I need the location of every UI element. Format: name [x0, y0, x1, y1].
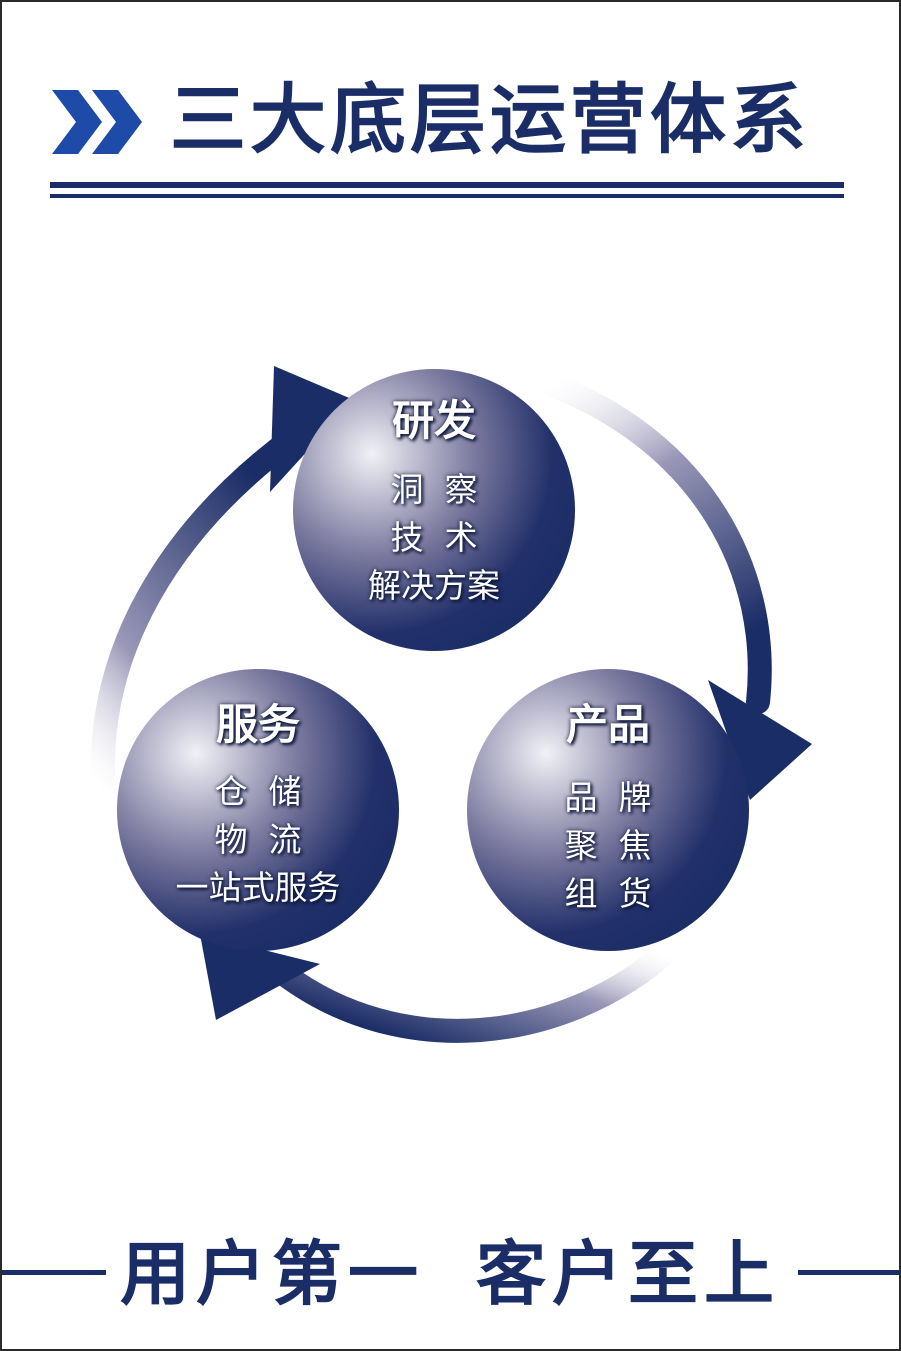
title-underline-thick: [50, 182, 844, 188]
cycle-diagram: 研发 洞 察 技 术 解决方案 产品 品 牌 聚 焦 组 货 服务 仓 储 物 …: [2, 342, 901, 1102]
node-title-rnd: 研发: [391, 396, 476, 445]
arrow-head-bottom: [200, 934, 320, 1020]
arc-left: [91, 425, 306, 804]
arrow-head-right: [708, 680, 812, 800]
node-line-product-2: 聚 焦: [564, 826, 652, 865]
node-line-rnd-3: 解决方案: [368, 566, 500, 605]
node-line-service-2: 物 流: [214, 820, 302, 859]
node-circle-rnd: [293, 369, 575, 651]
node-line-product-3: 组 货: [564, 874, 652, 913]
footer-dash-left: [2, 1270, 106, 1275]
page-title: 三大底层运营体系: [170, 75, 810, 164]
node-title-product: 产品: [565, 700, 650, 749]
footer-slogan: 用户第一 客户至上: [2, 1234, 901, 1314]
node-circle-product: [467, 669, 749, 951]
cycle-graphics: [91, 366, 812, 1043]
node-line-rnd-1: 洞 察: [390, 470, 478, 509]
node-circle-service: [117, 669, 399, 951]
node-line-service-1: 仓 储: [214, 772, 302, 811]
footer-slogan-right: 客户至上: [476, 1233, 780, 1315]
footer-dash-right: [798, 1270, 899, 1275]
node-line-product-1: 品 牌: [564, 778, 652, 817]
footer-slogan-left: 用户第一: [120, 1233, 424, 1315]
arc-bottom: [272, 942, 676, 1043]
arrow-head-left: [270, 366, 354, 492]
double-chevron-right-icon: [52, 90, 142, 154]
node-line-rnd-2: 技 术: [390, 518, 478, 557]
arc-right: [538, 372, 772, 714]
node-title-service: 服务: [215, 700, 300, 749]
title-underline-thin: [50, 194, 844, 198]
node-line-service-3: 一站式服务: [175, 868, 341, 907]
